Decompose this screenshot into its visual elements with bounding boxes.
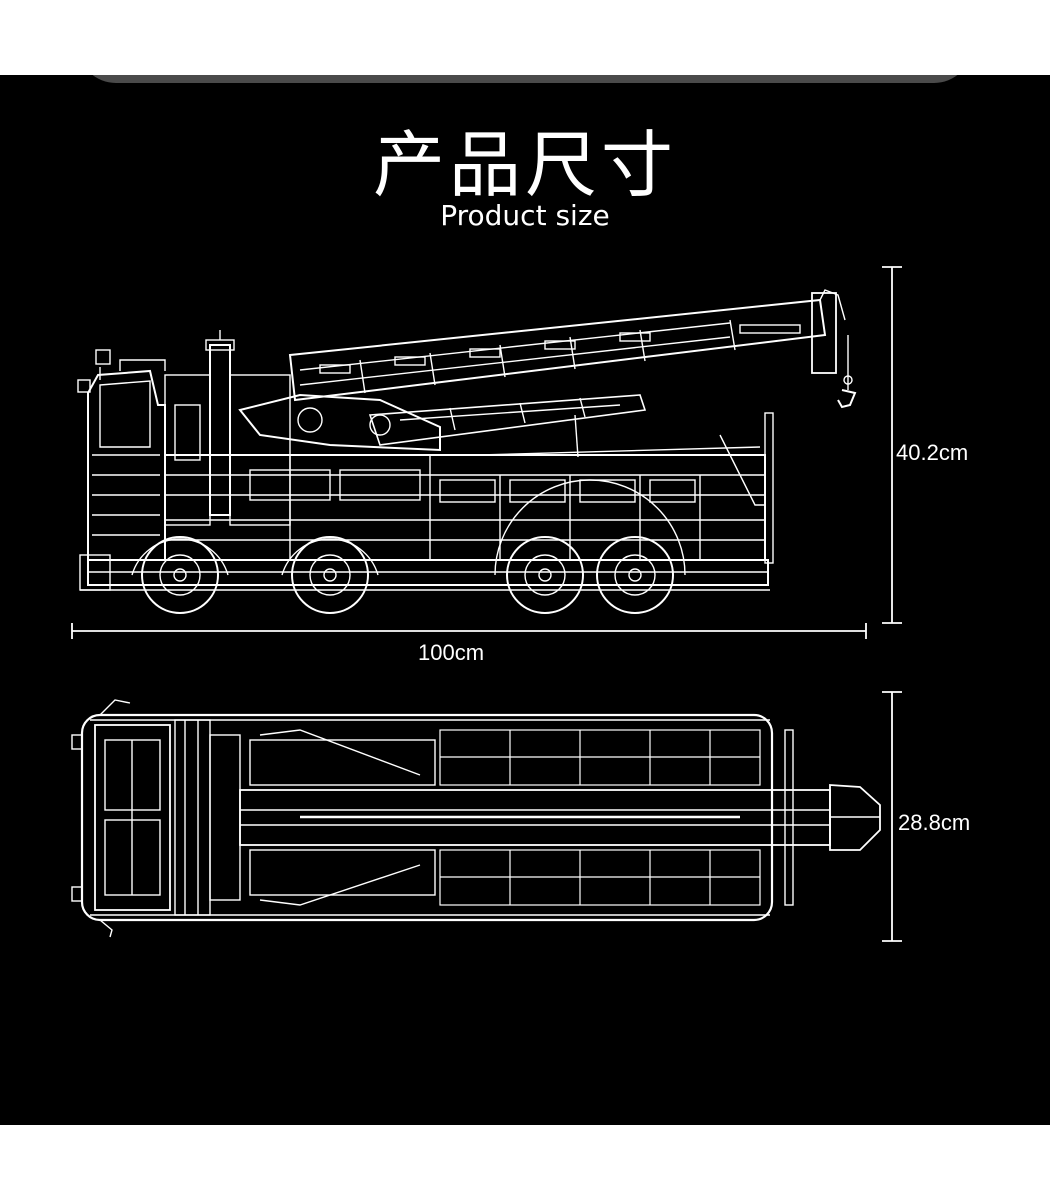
- title-english: Product size: [440, 199, 610, 232]
- length-label: 100cm: [418, 640, 485, 665]
- length-dimension-line: [71, 623, 867, 639]
- truck-drawings: [71, 266, 902, 942]
- height-label: 40.2cm: [896, 440, 969, 465]
- height-dimension-line: [882, 266, 902, 624]
- wheels: [131, 479, 686, 614]
- product-size-panel: 产品尺寸 Product size: [0, 75, 1050, 1125]
- title-chinese: 产品尺寸: [372, 123, 677, 207]
- truck-top-view: [71, 699, 881, 938]
- width-label: 28.8cm: [898, 810, 971, 835]
- width-dimension-line: [882, 691, 902, 942]
- top-bar: [78, 75, 972, 83]
- truck-side-view: [77, 289, 857, 614]
